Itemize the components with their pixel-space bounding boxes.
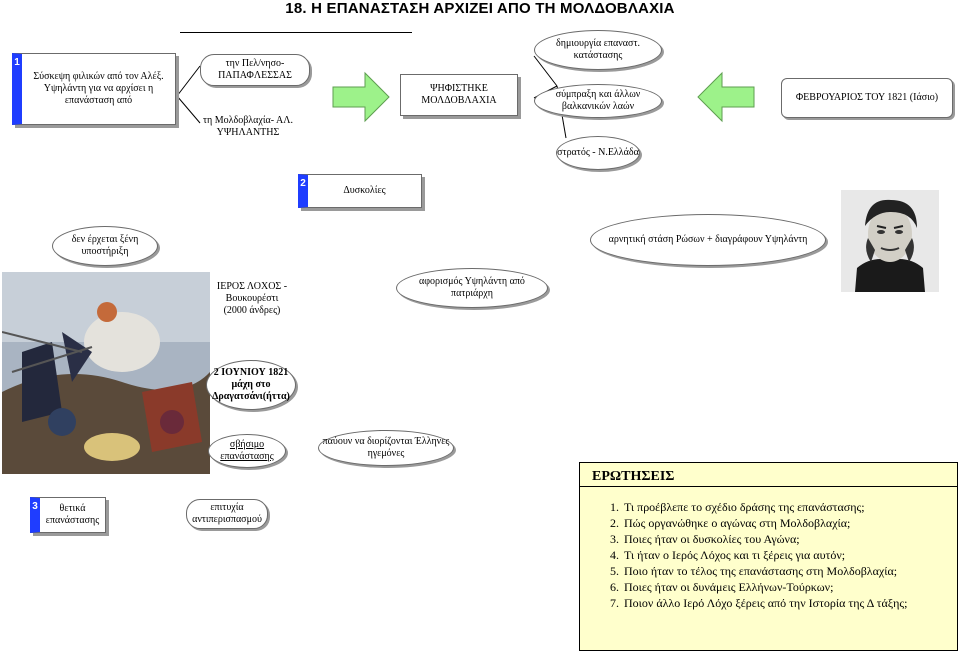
decision-box: ΨΗΦΙΣΤΗΚΕ ΜΟΛΔΟΒΛΑΧΙΑ [400,74,518,116]
section-number-1: 1 [14,57,20,68]
date-place-box: ΦΕΒΡΟΥΑΡΙΟΣ ΤΟΥ 1821 (Ιάσιο) [781,78,953,118]
section-number-2: 2 [300,178,306,189]
question-item: 3.Ποιες ήταν οι δυσκολίες του Αγώνα; [610,532,800,546]
questions-divider [580,486,957,487]
title-underline [180,32,412,33]
end-of-revolution: σβήσιμο επανάστασης [208,434,286,468]
option-peloponnese: την Πελ/νησο- ΠΑΠΑΦΛΕΣΣΑΣ [200,54,310,86]
question-item: 1.Τι προέβλεπε το σχέδιο δράσης της επαν… [610,500,865,514]
reason-revolutionary-state: δημιουργία επαναστ. κατάστασης [534,30,662,70]
planning-meeting-box: 1 Σύσκεψη φιλικών από τον Αλέξ. Υψηλάντη… [12,53,176,125]
page-title: 18. Η ΕΠΑΝΑΣΤΑΣΗ ΑΡΧΙΖΕΙ ΑΠΟ ΤΗ ΜΟΛΔΟΒΛΑ… [285,0,675,17]
question-item: 7.Ποιον άλλο Ιερό Λόχο ξέρεις από την Ισ… [610,596,908,610]
no-foreign-support: δεν έρχεται ξένη υποστήριξη [52,226,158,266]
question-item: 6.Ποιες ήταν οι δυνάμεις Ελλήνων-Τούρκων… [610,580,834,594]
section-number-3: 3 [32,501,38,512]
questions-heading: ΕΡΩΤΗΣΕΙΣ [592,469,675,484]
question-item: 2.Πώς οργανώθηκε ο αγώνας στη Μολδοβλαχί… [610,516,851,530]
dragatsani-battle: 2 ΙΟΥΝΙΟΥ 1821 μάχη στο Δραγατσάνι(ήττα) [206,360,296,410]
reason-army-south-greece: στρατός - Ν.Ελλάδα [556,136,640,170]
right-arrow-icon [332,71,390,123]
excommunication: αφορισμός Υψηλάντη από πατριάρχη [396,268,548,308]
left-arrow-icon [697,71,755,123]
ypsilantis-portrait [841,190,939,292]
russian-stance: αρνητική στάση Ρώσων + διαγράφουν Υψηλάν… [590,214,826,266]
question-item: 4.Τι ήταν ο Ιερός Λόχος και τι ξέρεις γι… [610,548,846,562]
planning-meeting-text: Σύσκεψη φιλικών από τον Αλέξ. Υψηλάντη γ… [33,71,164,106]
difficulties-box: 2 Δυσκολίες [298,174,422,208]
positives-box: 3 θετικά επανάστασης [30,497,106,533]
questions-list: 1.Τι προέβλεπε το σχέδιο δράσης της επαν… [610,499,908,611]
greek-rulers-stop: παύουν να διορίζονται Έλληνες ηγεμόνες [318,430,454,466]
sacred-band-box: ΙΕΡΟΣ ΛΟΧΟΣ - Βουκουρέστι (2000 άνδρες) [210,274,294,324]
diversion-success: επιτυχία αντιπερισπασμού [186,499,268,529]
battle-painting [2,272,210,474]
option-moldovlachia: τη Μολδοβλαχία- ΑΛ. ΥΨΗΛΑΝΤΗΣ [203,115,293,138]
questions-panel: ΕΡΩΤΗΣΕΙΣ 1.Τι προέβλεπε το σχέδιο δράση… [579,462,958,651]
question-item: 5.Ποιο ήταν το τέλος της επανάστασης στη… [610,564,898,578]
reason-balkan-peoples: σύμπραξη και άλλων βαλκανικών λαών [534,84,662,118]
